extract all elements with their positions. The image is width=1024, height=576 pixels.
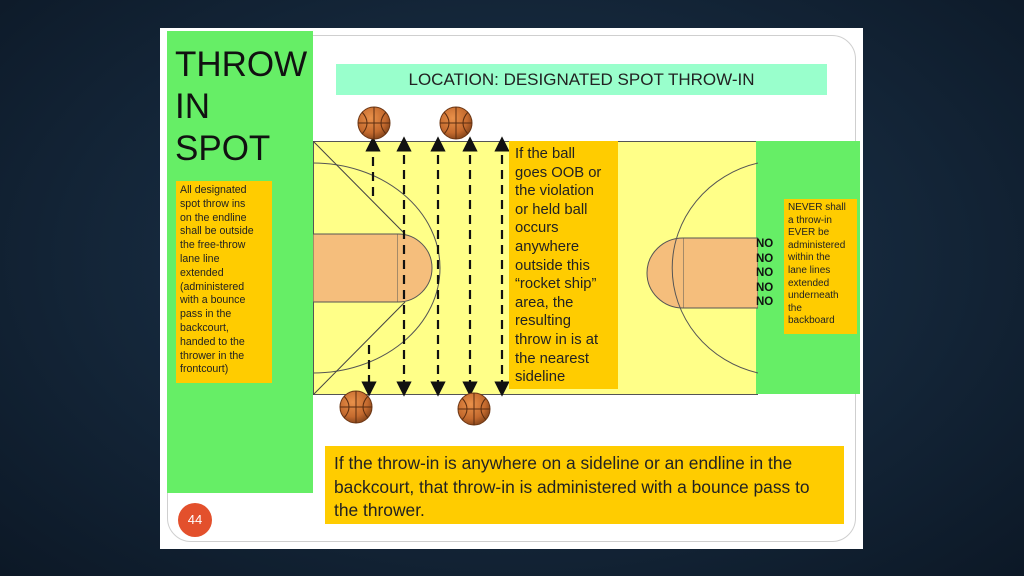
backcourt-rule-note: If the throw-in is anywhere on a sidelin…: [325, 446, 844, 524]
slide-title: THROW IN SPOT: [175, 45, 308, 168]
basketball-icon: [439, 106, 473, 140]
endline-spot-note: All designated spot throw ins on the end…: [176, 181, 272, 383]
left-key: [313, 233, 399, 303]
never-under-backboard-note: NEVER shall a throw-in EVER be administe…: [784, 199, 857, 334]
rocket-ship-line-bottom: [313, 301, 406, 395]
rocket-ship-note: If the ball goes OOB or the violation or…: [509, 141, 618, 389]
page-number-badge: 44: [178, 503, 212, 537]
basketball-icon: [457, 392, 491, 426]
basketball-icon: [357, 106, 391, 140]
basketball-icon: [339, 390, 373, 424]
right-key: [682, 237, 758, 309]
no-labels: NO NO NO NO NO: [756, 238, 774, 308]
court-markings: [313, 141, 758, 395]
throw-in-arrows: [361, 136, 510, 397]
right-free-throw-circle: [646, 237, 684, 309]
location-header: LOCATION: DESIGNATED SPOT THROW-IN: [336, 64, 827, 95]
rocket-ship-line-top: [313, 141, 406, 235]
right-three-point-arc: [671, 162, 758, 374]
